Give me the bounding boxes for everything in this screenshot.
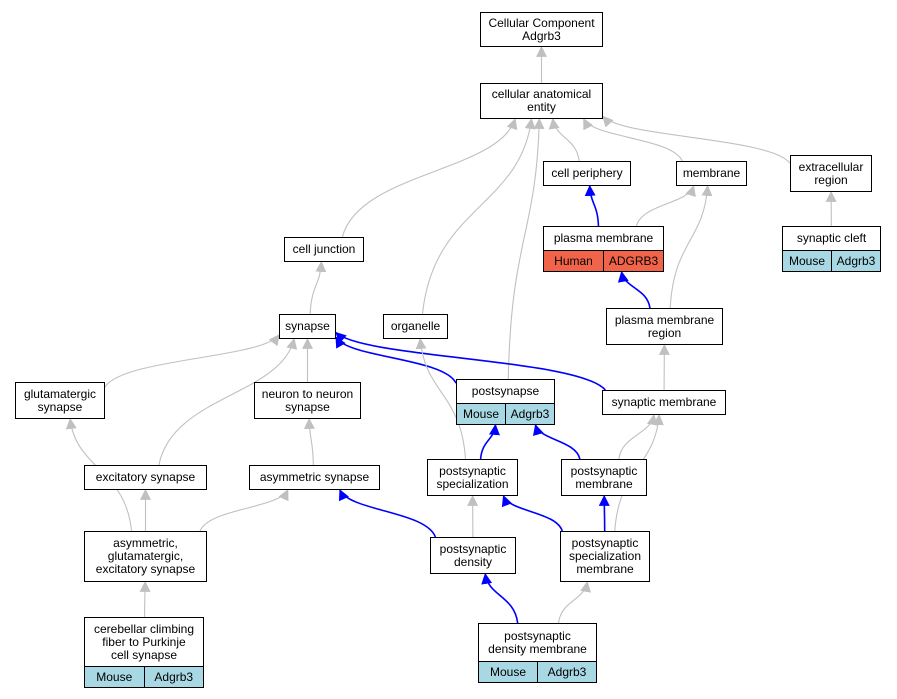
edge-age-to-asym xyxy=(199,489,289,532)
node-cae[interactable]: cellular anatomical entity xyxy=(480,83,603,119)
edge-psdm-to-psd xyxy=(481,572,519,624)
node-synmem[interactable]: synaptic membrane xyxy=(602,390,726,415)
gene-tag: Adgrb3 xyxy=(831,251,880,271)
node-psmem[interactable]: postsynaptic membrane xyxy=(561,459,647,496)
edge-cellper-to-cae xyxy=(548,117,580,162)
species-tag: Mouse xyxy=(96,669,133,684)
edge-pmr-to-membrane xyxy=(669,184,713,309)
edge-synmem-to-synapse xyxy=(335,331,606,391)
node-label: asymmetric, glutamatergic, excitatory sy… xyxy=(95,536,196,576)
node-label: extracellular region xyxy=(798,159,864,187)
edge-excit-to-synapse xyxy=(158,337,298,466)
edge-organelle-to-cae xyxy=(421,117,536,315)
node-label: plasma membrane xyxy=(553,231,654,245)
edge-pss-to-organelle xyxy=(415,337,467,460)
edge-extreg-to-cae xyxy=(602,115,791,164)
node-label: organelle xyxy=(390,319,441,333)
gene-tag: Adgrb3 xyxy=(505,404,554,424)
node-label: plasma membrane region xyxy=(614,312,715,340)
species-tag: Human xyxy=(554,253,593,268)
node-tag-row: Mouse Adgrb3 xyxy=(479,661,596,682)
node-label: asymmetric synapse xyxy=(259,470,370,484)
node-asym[interactable]: asymmetric synapse xyxy=(249,465,380,490)
node-tag-row: Mouse Adgrb3 xyxy=(457,403,554,424)
node-label: postsynaptic membrane xyxy=(570,463,638,491)
species-tag: Mouse xyxy=(788,253,826,268)
node-pssm[interactable]: postsynaptic specialization membrane xyxy=(560,531,650,582)
node-cfp[interactable]: cerebellar climbing fiber to Purkinje ce… xyxy=(84,617,204,688)
edge-cfp-to-age xyxy=(139,580,151,618)
node-pmr[interactable]: plasma membrane region xyxy=(606,308,723,345)
edge-pss-to-postsyn xyxy=(479,423,500,460)
node-label: membrane xyxy=(682,166,741,180)
edge-psd-to-asym xyxy=(338,488,437,538)
node-organelle[interactable]: organelle xyxy=(383,314,448,339)
node-age[interactable]: asymmetric, glutamatergic, excitatory sy… xyxy=(84,531,207,582)
node-label: synaptic cleft xyxy=(796,231,867,245)
node-root[interactable]: Cellular Component Adgrb3 xyxy=(480,12,603,47)
edge-asym-to-n2n xyxy=(303,417,315,466)
gene-tag: ADGRB3 xyxy=(603,251,663,271)
node-pss[interactable]: postsynaptic specialization xyxy=(427,459,518,496)
node-label: cerebellar climbing fiber to Purkinje ce… xyxy=(93,621,195,662)
node-psd[interactable]: postsynaptic density xyxy=(430,537,516,574)
edge-pssm-to-pss xyxy=(501,494,563,532)
node-tag-row: Human ADGRB3 xyxy=(544,250,663,271)
node-label: postsynaptic specialization xyxy=(436,463,509,491)
node-cellper[interactable]: cell periphery xyxy=(543,161,631,186)
species-tag: Mouse xyxy=(489,664,527,679)
node-label: postsynapse xyxy=(471,384,540,398)
node-synapse[interactable]: synapse xyxy=(279,314,336,339)
node-label: postsynaptic density membrane xyxy=(488,628,587,656)
node-label: excitatory synapse xyxy=(95,470,196,484)
edge-synapse-to-celljunc xyxy=(309,260,327,315)
edge-pm-to-membrane xyxy=(635,184,696,227)
edge-pmr-to-pm xyxy=(617,270,651,309)
edge-glut-to-synapse xyxy=(104,334,280,388)
gene-tag: Adgrb3 xyxy=(537,662,596,682)
node-membrane[interactable]: membrane xyxy=(676,161,747,186)
gene-tag: Adgrb3 xyxy=(143,667,204,687)
edge-psmem-to-postsyn xyxy=(533,423,581,460)
node-tag-row: Mouse Adgrb3 xyxy=(85,666,203,687)
edge-postsyn-to-synapse xyxy=(335,336,457,384)
node-label: Cellular Component Adgrb3 xyxy=(488,15,595,43)
edge-pm-to-cellper xyxy=(584,184,600,227)
node-celljunc[interactable]: cell junction xyxy=(284,237,364,262)
node-label: synapse xyxy=(285,319,330,333)
node-label: glutamatergic synapse xyxy=(23,386,97,414)
node-label: postsynaptic density xyxy=(439,541,507,569)
node-label: neuron to neuron synapse xyxy=(261,386,354,414)
node-tag-row: Mouse Adgrb3 xyxy=(783,250,880,271)
node-label: cellular anatomical entity xyxy=(491,87,592,114)
edge-membrane-to-cae xyxy=(583,118,683,162)
node-extreg[interactable]: extracellular region xyxy=(790,155,872,192)
node-label: cell periphery xyxy=(551,166,623,180)
edge-psmem-to-synmem xyxy=(618,413,658,460)
node-glut[interactable]: glutamatergic synapse xyxy=(15,382,105,419)
node-label: synaptic membrane xyxy=(611,395,717,409)
edge-psdm-to-pssm xyxy=(557,580,592,624)
node-excit[interactable]: excitatory synapse xyxy=(84,465,207,490)
species-tag: Mouse xyxy=(462,406,500,421)
edge-postsyn-to-cae xyxy=(507,117,545,380)
node-n2n[interactable]: neuron to neuron synapse xyxy=(254,382,361,419)
edge-celljunc-to-cae xyxy=(341,117,518,238)
node-label: cell junction xyxy=(292,242,356,256)
node-label: postsynaptic specialization membrane xyxy=(568,536,642,576)
